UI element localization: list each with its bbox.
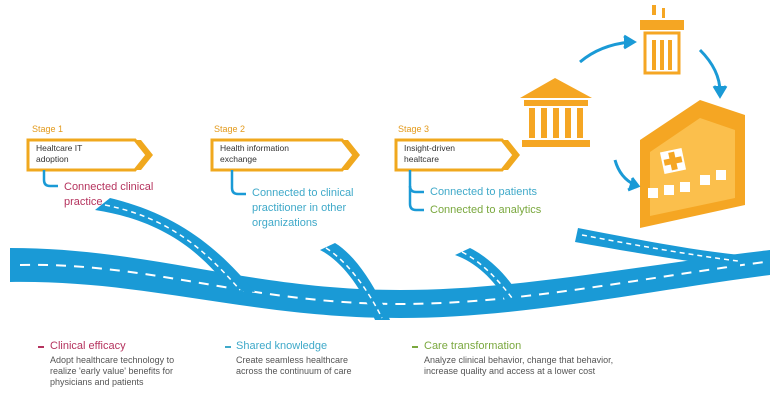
benefit-3-desc: Analyze clinical behavior, change that b… <box>424 355 614 376</box>
stage-3-box: Insight-driven healtcare <box>396 140 516 170</box>
stage-1-chevron-tip <box>135 140 153 170</box>
ramp-1-line <box>104 204 241 291</box>
benefit-2-bullet <box>225 346 231 348</box>
ramp-2-line <box>325 247 383 319</box>
stage-1-box: Healtcare IT adoption <box>28 140 148 170</box>
stage-3-label: Stage 3 <box>398 124 430 134</box>
stage-2-title: Health information exchange <box>220 143 289 164</box>
cycle-arrows-icon <box>579 34 728 192</box>
ramp-1 <box>95 198 255 292</box>
main-road <box>10 248 770 318</box>
stage-3-outcome-analytics: Connected to analytics <box>430 204 542 216</box>
stage-3-outcome-patients: Connected to patients <box>430 186 538 198</box>
stage-1-title: Healtcare IT adoption <box>36 143 83 164</box>
benefit-clinical-efficacy: Clinical efficacy Adopt healthcare techn… <box>50 339 190 388</box>
benefit-2-title: Shared knowledge <box>236 340 328 352</box>
bank-building-icon <box>520 78 592 147</box>
road-center-line <box>19 261 766 306</box>
benefit-2-desc: Create seamless healthcare across the co… <box>236 355 352 376</box>
stage-1-outcome: Connected clinical practice <box>64 181 154 208</box>
stage-2-connector <box>230 170 246 196</box>
stage-3-title: Insight-driven healtcare <box>404 143 456 164</box>
stage-2-box: Health information exchange <box>212 140 352 170</box>
stage-1-connector <box>42 170 58 188</box>
stage-1-label: Stage 1 <box>32 124 64 134</box>
benefit-1-bullet <box>38 346 44 348</box>
stage-3-connector-a <box>408 170 424 194</box>
ramp-2 <box>320 243 390 320</box>
stage-2-label: Stage 2 <box>214 124 246 134</box>
benefit-3-bullet <box>412 346 418 348</box>
hospital-icon <box>640 100 745 228</box>
benefit-care-transformation: Care transformation Analyze clinical beh… <box>424 339 624 377</box>
stage-2-chevron-tip <box>342 140 360 170</box>
stage-3-chevron-tip <box>502 140 520 170</box>
benefit-shared-knowledge: Shared knowledge Create seamless healthc… <box>236 339 366 377</box>
ramp-4-line <box>581 234 739 262</box>
stage-2-outcome: Connected to clinical practitioner in ot… <box>252 187 354 229</box>
benefit-1-desc: Adopt healthcare technology to realize '… <box>50 355 175 387</box>
benefit-1-title: Clinical efficacy <box>50 340 126 352</box>
stage-3-connector-b <box>408 186 424 212</box>
benefit-3-title: Care transformation <box>424 340 522 352</box>
tower-icon <box>640 5 684 75</box>
